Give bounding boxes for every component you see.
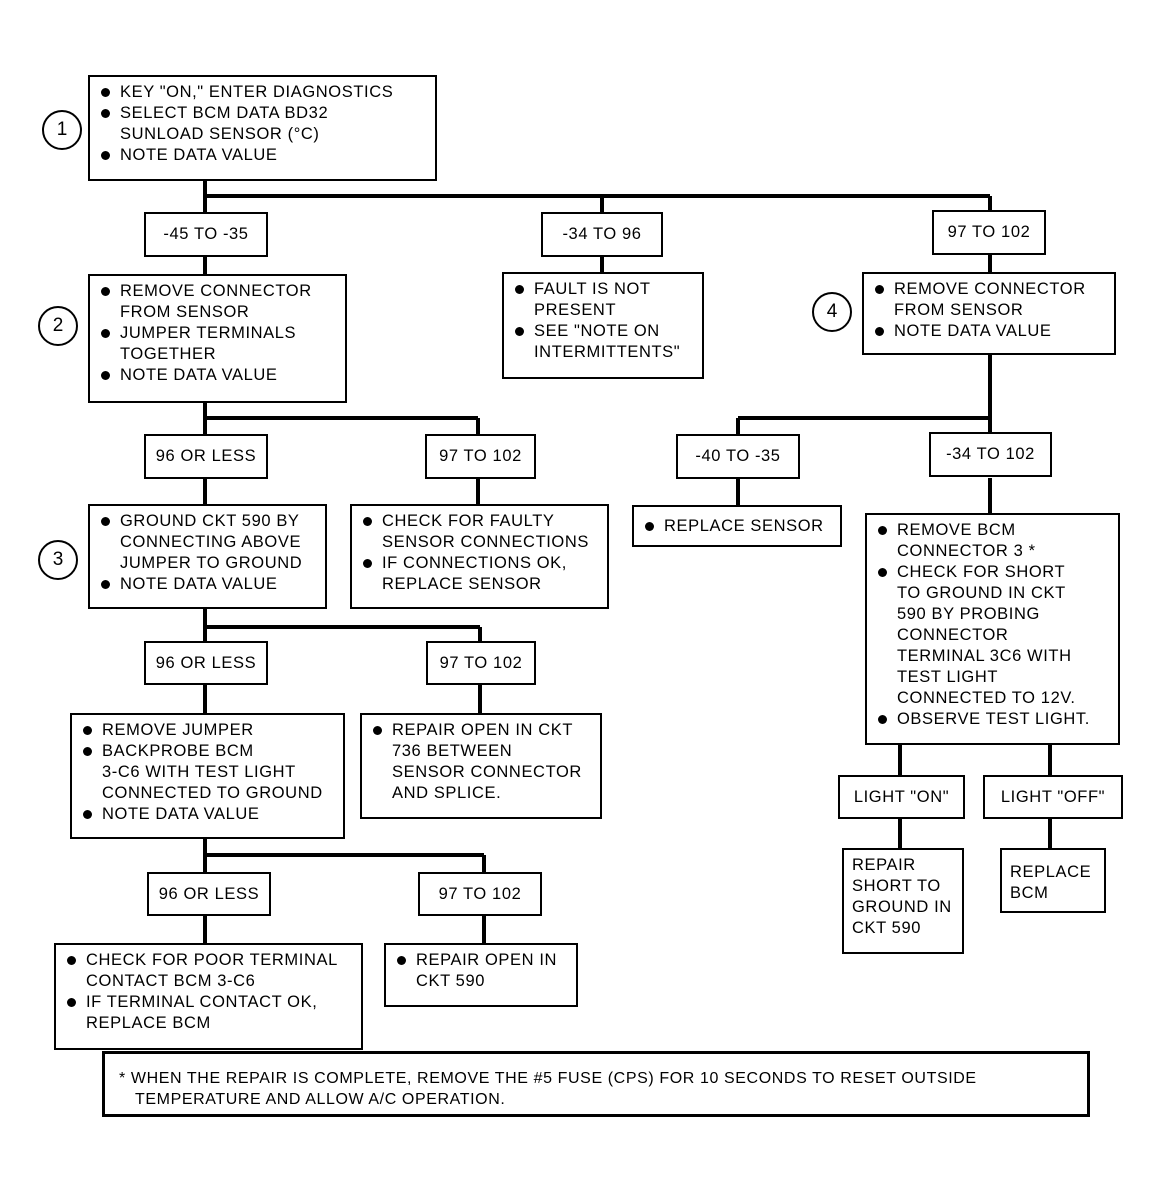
step-text: CONNECTING ABOVE (120, 533, 302, 551)
step-text: NOTE DATA VALUE (80, 804, 335, 825)
step-text: TO GROUND IN CKT (897, 584, 1066, 602)
step-text: CHECK FOR FAULTY (360, 511, 599, 532)
step-text: CKT 590 (852, 919, 922, 937)
step-marker-1: 1 (42, 110, 82, 150)
step-text: REPAIR OPEN IN (394, 950, 568, 971)
step3-box: GROUND CKT 590 BY CONNECTING ABOVE JUMPE… (88, 504, 327, 609)
step-text: FAULT IS NOT (512, 279, 694, 300)
repair-ckt-590-box: REPAIR OPEN IN CKT 590 (384, 943, 578, 1007)
fault-not-present-box: FAULT IS NOT PRESENT SEE "NOTE ON INTERM… (502, 272, 704, 379)
step-text: 3-C6 WITH TEST LIGHT (102, 763, 296, 781)
step-text: CHECK FOR SHORT (875, 562, 1110, 583)
step-text: JUMPER TO GROUND (120, 554, 303, 572)
replace-bcm-box: REPLACE BCM (1000, 848, 1106, 913)
step-text: REPAIR (852, 856, 916, 874)
step-text: FROM SENSOR (894, 301, 1024, 319)
step3-label-96-or-less: 96 OR LESS (144, 641, 268, 685)
range-label-mid: -34 TO 96 (541, 212, 663, 257)
start-step-box: KEY "ON," ENTER DIAGNOSTICS SELECT BCM D… (88, 75, 437, 181)
step-text: SUNLOAD SENSOR (°C) (120, 125, 320, 143)
step-text: TOGETHER (120, 345, 217, 363)
replace-sensor-box: REPLACE SENSOR (632, 505, 842, 547)
step-text: NOTE DATA VALUE (98, 574, 317, 595)
step-text: REMOVE BCM (875, 520, 1110, 541)
step-text: REMOVE CONNECTOR (98, 281, 337, 302)
step-text: SHORT TO (852, 877, 941, 895)
step-text: CHECK FOR POOR TERMINAL (64, 950, 353, 971)
footnote-box: * WHEN THE REPAIR IS COMPLETE, REMOVE TH… (102, 1051, 1090, 1117)
step-text: NOTE DATA VALUE (98, 365, 337, 386)
step-text: JUMPER TERMINALS (98, 323, 337, 344)
poor-terminal-contact-box: CHECK FOR POOR TERMINAL CONTACT BCM 3-C6… (54, 943, 363, 1050)
step-text: CONNECTOR (897, 626, 1009, 644)
step2-label-96-or-less: 96 OR LESS (144, 434, 268, 479)
step4-label-minus40: -40 TO -35 (676, 434, 800, 479)
step-text: TERMINAL 3C6 WITH (897, 647, 1072, 665)
step-text: IF CONNECTIONS OK, (360, 553, 599, 574)
step-text: NOTE DATA VALUE (872, 321, 1106, 342)
step-text: REMOVE CONNECTOR (872, 279, 1106, 300)
step-text: GROUND IN (852, 898, 952, 916)
step-text: IF TERMINAL CONTACT OK, (64, 992, 353, 1013)
step-text: BCM (1010, 884, 1049, 902)
step-marker-2: 2 (38, 306, 78, 346)
step-text: NOTE DATA VALUE (98, 145, 427, 166)
remove-jumper-box: REMOVE JUMPER BACKPROBE BCM 3-C6 WITH TE… (70, 713, 345, 839)
footnote-line-1: * WHEN THE REPAIR IS COMPLETE, REMOVE TH… (119, 1070, 977, 1087)
step-text: REPLACE BCM (86, 1014, 211, 1032)
step-text: CONNECTOR 3 * (897, 542, 1036, 560)
step-text: 590 BY PROBING (897, 605, 1040, 623)
step4-box: REMOVE CONNECTOR FROM SENSOR NOTE DATA V… (862, 272, 1116, 355)
step-text: CONNECTED TO GROUND (102, 784, 323, 802)
step5-label-96-or-less: 96 OR LESS (147, 872, 271, 916)
footnote-line-2: TEMPERATURE AND ALLOW A/C OPERATION. (135, 1091, 506, 1108)
step-text: OBSERVE TEST LIGHT. (875, 709, 1110, 730)
step-text: PRESENT (534, 301, 617, 319)
step-text: SELECT BCM DATA BD32 (98, 103, 427, 124)
step2-label-97-to-102: 97 TO 102 (425, 434, 536, 479)
range-label-low: -45 TO -35 (144, 212, 268, 257)
step3-label-97-to-102: 97 TO 102 (426, 641, 536, 685)
step5-label-97-to-102: 97 TO 102 (418, 872, 542, 916)
step-text: BACKPROBE BCM (80, 741, 335, 762)
step-marker-4: 4 (812, 292, 852, 332)
step2-box: REMOVE CONNECTOR FROM SENSOR JUMPER TERM… (88, 274, 347, 403)
check-faulty-connections-box: CHECK FOR FAULTY SENSOR CONNECTIONS IF C… (350, 504, 609, 609)
step-text: CONNECTED TO 12V. (897, 689, 1076, 707)
light-on-label: LIGHT "ON" (838, 775, 965, 819)
step-text: SENSOR CONNECTOR (392, 763, 582, 781)
step4-label-minus34: -34 TO 102 (929, 432, 1052, 477)
step-text: CKT 590 (416, 972, 486, 990)
step-text: GROUND CKT 590 BY (98, 511, 317, 532)
bcm-short-check-box: REMOVE BCM CONNECTOR 3 * CHECK FOR SHORT… (865, 513, 1120, 745)
step-text: FROM SENSOR (120, 303, 250, 321)
repair-short-box: REPAIR SHORT TO GROUND IN CKT 590 (842, 848, 964, 954)
step-text: SENSOR CONNECTIONS (382, 533, 589, 551)
step-text: TEST LIGHT (897, 668, 999, 686)
step-text: 736 BETWEEN (392, 742, 513, 760)
step-text: REPLACE SENSOR (642, 516, 832, 537)
repair-ckt-736-box: REPAIR OPEN IN CKT 736 BETWEEN SENSOR CO… (360, 713, 602, 819)
step-text: REPLACE SENSOR (382, 575, 542, 593)
step-text: REPLACE (1010, 863, 1092, 881)
step-text: KEY "ON," ENTER DIAGNOSTICS (98, 82, 427, 103)
step-text: REPAIR OPEN IN CKT (370, 720, 592, 741)
step-text: CONTACT BCM 3-C6 (86, 972, 256, 990)
step-text: REMOVE JUMPER (80, 720, 335, 741)
step-text: AND SPLICE. (392, 784, 502, 802)
range-label-high: 97 TO 102 (932, 210, 1046, 255)
step-text: INTERMITTENTS" (534, 343, 681, 361)
light-off-label: LIGHT "OFF" (983, 775, 1123, 819)
step-marker-3: 3 (38, 540, 78, 580)
step-text: SEE "NOTE ON (512, 321, 694, 342)
